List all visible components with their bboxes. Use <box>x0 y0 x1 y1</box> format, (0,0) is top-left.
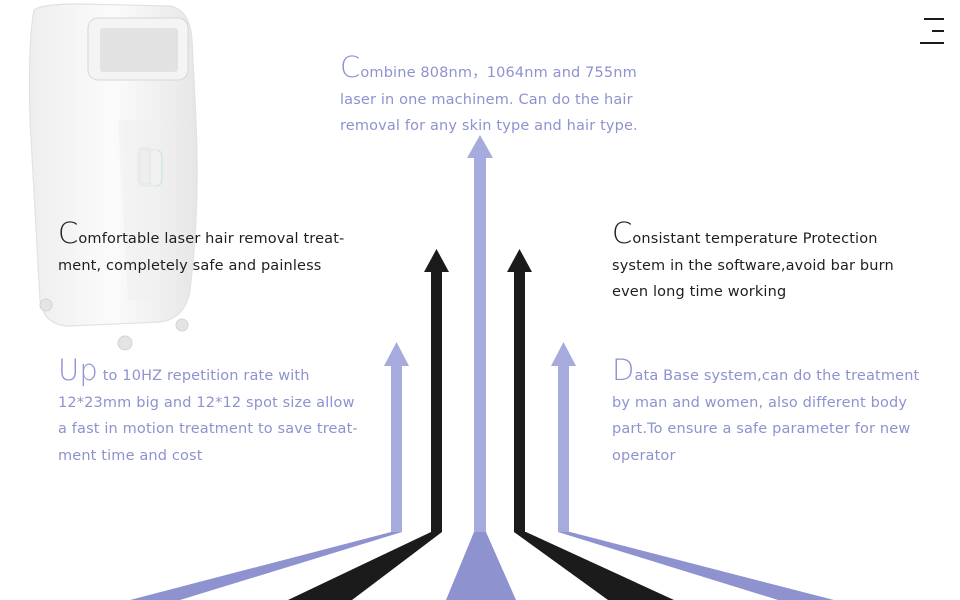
hamburger-menu-icon[interactable] <box>920 18 948 44</box>
feature-right-upper-lead: C <box>612 216 633 250</box>
center-blue-arrowhead <box>467 135 493 158</box>
feature-right-lower-first: ata Base system,can do the treatment <box>634 368 920 384</box>
feature-left-upper-lead: C <box>58 216 79 250</box>
feature-top-line-2: laser in one machinem. Can do the hair <box>340 91 633 108</box>
feature-left-lower: Up to 10HZ repetition rate with 12*23mm … <box>58 356 358 469</box>
feature-left-upper-line-1: Comfortable laser hair removal treat- <box>58 219 345 253</box>
feature-left-upper: Comfortable laser hair removal treat- me… <box>58 219 345 279</box>
left-black-shaft <box>431 272 442 532</box>
feature-right-lower-line-4: operator <box>612 447 676 464</box>
feature-right-upper-first: onsistant temperature Protection <box>632 231 878 247</box>
right-black-shaft <box>514 272 525 532</box>
feature-top: Combine 808nm，1064nm and 755nm laser in … <box>340 53 638 140</box>
feature-right-upper-line-3: even long time working <box>612 284 787 300</box>
feature-left-lower-line-1: Up to 10HZ repetition rate with <box>58 356 358 390</box>
feature-right-upper: Consistant temperature Protection system… <box>612 219 894 306</box>
left-black-arrowhead <box>424 249 449 272</box>
right-blue-ray <box>558 532 834 600</box>
feature-left-upper-line-2: ment, completely safe and painless <box>58 257 322 274</box>
feature-left-lower-line-3: a fast in motion treatment to save treat… <box>58 421 358 437</box>
feature-top-line-3: removal for any skin type and hair type. <box>340 118 638 134</box>
laser-machine-image <box>28 3 198 351</box>
feature-left-upper-first: omfortable laser hair removal treat- <box>78 231 345 247</box>
left-blue-shaft <box>391 366 402 532</box>
left-blue-arrowhead <box>384 342 409 366</box>
right-blue-arrowhead <box>551 342 576 366</box>
feature-right-upper-line-1: Consistant temperature Protection <box>612 219 894 253</box>
left-blue-ray <box>130 532 402 600</box>
left-black-ray <box>288 532 442 600</box>
feature-right-lower: Data Base system,can do the treatment by… <box>612 356 920 469</box>
menu-bar-middle <box>932 30 944 32</box>
right-blue-shaft <box>558 366 569 532</box>
feature-right-upper-line-2: system in the software,avoid bar burn <box>612 257 894 274</box>
feature-left-lower-line-4: ment time and cost <box>58 447 203 464</box>
right-black-ray <box>514 532 674 600</box>
feature-left-lower-first: to 10HZ repetition rate with <box>97 368 310 384</box>
feature-right-lower-line-2: by man and women, also different body <box>612 394 908 411</box>
feature-left-lower-lead: Up <box>58 353 98 387</box>
feature-left-lower-line-2: 12*23mm big and 12*12 spot size allow <box>58 394 355 411</box>
feature-top-line-1: Combine 808nm，1064nm and 755nm <box>340 53 638 87</box>
feature-right-lower-line-3: part.To ensure a safe parameter for new <box>612 421 911 437</box>
menu-bar-top <box>924 18 944 20</box>
center-blue-shaft <box>474 158 486 532</box>
right-black-arrowhead <box>507 249 532 272</box>
feature-right-lower-lead: D <box>612 353 635 387</box>
feature-right-lower-line-1: Data Base system,can do the treatment <box>612 356 920 390</box>
feature-top-first: ombine 808nm，1064nm and 755nm <box>360 65 637 81</box>
menu-bar-bottom <box>920 42 944 44</box>
center-blue-ray <box>446 532 516 600</box>
feature-top-lead: C <box>340 50 361 84</box>
